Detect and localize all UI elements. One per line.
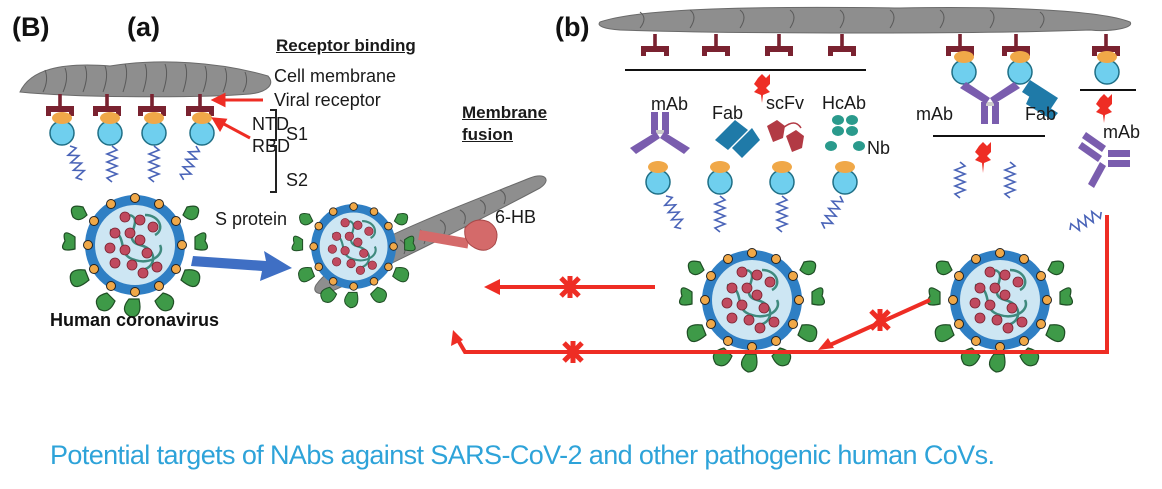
antibody-label-scfv: scFv — [766, 93, 804, 113]
spikes-a — [49, 111, 215, 183]
membrane-fusion-heading-1: Membrane — [462, 103, 548, 122]
antibody-set — [630, 112, 865, 158]
virus-name-label: Human coronavirus — [50, 310, 220, 330]
block-arrows-down — [754, 74, 1112, 173]
receptors-b — [641, 34, 1120, 56]
virus-a — [61, 192, 209, 319]
s2-label: S2 — [286, 170, 309, 190]
rbd-block-label-fab: Fab — [1025, 104, 1057, 124]
stalks-b2 — [954, 161, 1105, 236]
antibody-label-hcab: HcAb — [822, 93, 867, 113]
receptor-binding-heading: Receptor binding — [276, 36, 416, 55]
s1-label: S1 — [286, 124, 309, 144]
six-helix-bundle — [418, 219, 498, 251]
rbd-label: RBD — [252, 136, 291, 156]
panel-label-main: (B) — [12, 12, 50, 42]
six-hb-label: 6-HB — [495, 207, 537, 227]
hcab-shape — [825, 115, 865, 151]
panel-label-a: (a) — [127, 12, 160, 42]
antibody-label-nb: Nb — [867, 138, 891, 158]
spikes-b1 — [645, 160, 858, 233]
receptors-a — [46, 94, 214, 116]
s1-s2-brackets — [270, 109, 277, 193]
antibody-label-fab: Fab — [712, 103, 744, 123]
rbd-bound-mab — [951, 50, 1120, 124]
scfv-shape — [767, 120, 804, 152]
rbd-block-label-mab: mAb — [916, 104, 954, 124]
viral-receptor-label: Viral receptor — [274, 90, 381, 110]
panel-label-b: (b) — [555, 12, 590, 42]
membrane-fusion-heading-2: fusion — [462, 125, 513, 144]
antibody-label-mab: mAb — [651, 94, 689, 114]
annotation-arrows-a — [210, 92, 263, 140]
mab-shape — [630, 112, 690, 154]
s-protein-label: S protein — [215, 209, 288, 229]
figure-caption: Potential targets of NAbs against SARS-C… — [50, 440, 995, 470]
stalk-bound-mab — [1078, 132, 1130, 188]
cell-membrane-a — [19, 61, 272, 98]
stalk-block-label-mab: mAb — [1103, 122, 1141, 142]
blocked-pathways — [451, 215, 1109, 363]
fab-shape — [715, 120, 760, 158]
figure-canvas — [19, 6, 1136, 374]
cell-membrane-b — [598, 6, 1132, 34]
progression-arrow — [191, 251, 292, 281]
ntd-label: NTD — [252, 114, 289, 134]
cell-membrane-label: Cell membrane — [274, 66, 397, 86]
